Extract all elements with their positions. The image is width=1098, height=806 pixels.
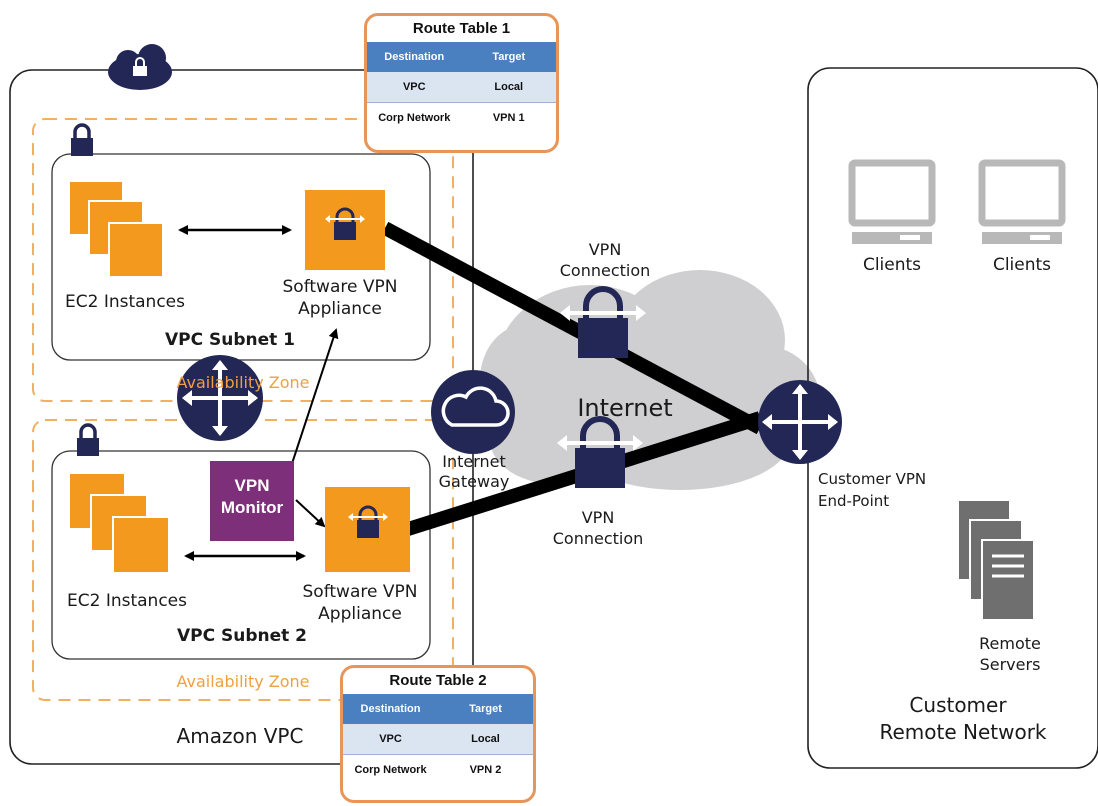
table-cell: VPN 2 (469, 764, 502, 776)
customer-vpn-endpoint-label-line-2: End-Point (818, 492, 890, 510)
table-cell: Corp Network (378, 112, 451, 124)
ec2-instances-2-label: EC2 Instances (67, 591, 187, 611)
internet-gateway-label-line-2: Gateway (438, 472, 510, 491)
route-table-2-col-target: Target (469, 703, 502, 715)
customer-network-label-line-2: Remote Network (879, 720, 1047, 744)
route-table-1-col-target: Target (492, 51, 526, 63)
route-table-2-title: Route Table 2 (389, 672, 487, 689)
vpc-subnet-2-label: VPC Subnet 2 (176, 626, 308, 646)
subnet-2-lock-icon (77, 423, 99, 456)
remote-servers-label-line-2: Servers (979, 655, 1041, 674)
vpc-lock-cloud-icon (108, 44, 172, 90)
software-vpn-1-label-line-2: Appliance (298, 299, 382, 319)
customer-vpn-endpoint-icon (758, 380, 842, 464)
customer-vpn-endpoint-label-line-1: Customer VPN (818, 470, 927, 488)
table-row: Corp Network VPN 2 (343, 754, 533, 785)
software-vpn-appliance-1-icon (305, 190, 385, 270)
remote-servers-icon (957, 499, 1035, 621)
route-table-1: Route Table 1 Destination Target VPC Loc… (364, 13, 559, 153)
subnet-1-lock-icon (71, 123, 93, 156)
route-table-1-title: Route Table 1 (412, 20, 511, 37)
vpn-monitor-line-2: Monitor (220, 498, 284, 517)
route-table-1-col-destination: Destination (384, 51, 445, 63)
vpn-monitor-box: VPN Monitor (210, 461, 294, 541)
internet-gateway-label-line-1: Internet (442, 452, 506, 471)
remote-servers-label-line-1: Remote (979, 634, 1041, 653)
route-table-2-header: Destination Target (343, 694, 533, 724)
table-cell: VPC (402, 81, 426, 93)
vpn-connection-line-1 (381, 221, 764, 435)
availability-zone-2 (32, 419, 454, 701)
software-vpn-appliance-2-icon (325, 487, 410, 572)
table-cell: Local (471, 733, 500, 745)
vpn-connection-top-line-1: VPN (588, 240, 622, 259)
availability-zone-2-label: Availability Zone (176, 672, 310, 691)
vpn-connection-lock-top-icon (560, 286, 646, 358)
client-2-icon (978, 159, 1066, 244)
vpn-connection-lock-bottom-icon (557, 416, 643, 488)
monitor-arrow-2 (295, 499, 326, 528)
table-row: VPC Local (367, 72, 556, 102)
internet-label: Internet (577, 394, 673, 422)
table-cell: Local (494, 81, 524, 93)
table-row: VPC Local (343, 724, 533, 754)
ec2-instances-1-label: EC2 Instances (65, 292, 185, 312)
route-table-2-col-destination: Destination (360, 703, 421, 715)
vpn-connection-top-line-2: Connection (559, 261, 651, 280)
route-table-2: Route Table 2 Destination Target VPC Loc… (340, 665, 536, 803)
client-1-icon (848, 159, 936, 244)
customer-network-label-line-1: Customer (909, 693, 1007, 717)
table-cell: Corp Network (354, 764, 427, 776)
vpc-subnet-1-label: VPC Subnet 1 (164, 330, 296, 350)
table-row: Corp Network VPN 1 (367, 102, 556, 133)
clients-1-label: Clients (862, 255, 922, 275)
vpn-connection-bottom-line-1: VPN (581, 508, 615, 527)
route-table-1-header: Destination Target (367, 42, 556, 72)
software-vpn-2-label-line-1: Software VPN (302, 582, 418, 602)
availability-zone-1-label: Availability Zone (176, 373, 310, 392)
vpc-router-icon (177, 355, 263, 441)
table-cell: VPN 1 (492, 112, 525, 124)
vpn-monitor-line-1: VPN (234, 476, 270, 495)
internet-gateway-icon (431, 370, 515, 454)
clients-2-label: Clients (992, 255, 1052, 275)
software-vpn-2-label-line-2: Appliance (318, 604, 402, 624)
software-vpn-1-label-line-1: Software VPN (282, 277, 398, 297)
table-cell: VPC (379, 733, 402, 745)
vpn-connection-bottom-line-2: Connection (552, 529, 644, 548)
amazon-vpc-label: Amazon VPC (176, 724, 304, 748)
